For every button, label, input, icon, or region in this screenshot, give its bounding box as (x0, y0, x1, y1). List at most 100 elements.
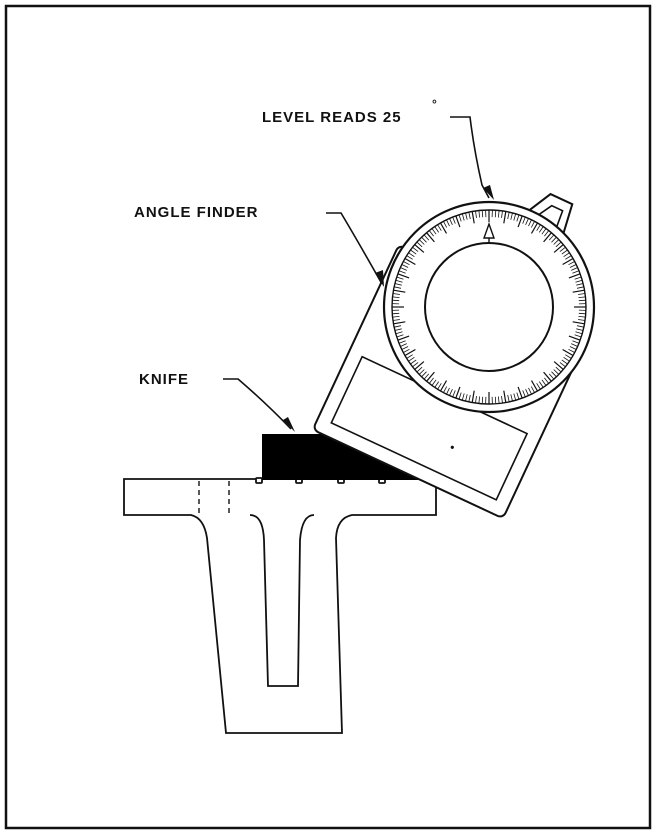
dial-tick (501, 210, 503, 218)
dial-tick (393, 321, 406, 325)
figure-border (4, 4, 652, 830)
dial-tick (404, 257, 416, 266)
dial-tick (458, 392, 462, 400)
dial-tick (507, 212, 510, 220)
dial-tick (548, 373, 555, 380)
dial-tick (392, 312, 400, 315)
dial-tick (416, 366, 423, 373)
dial-tick (568, 348, 575, 353)
tool-rest-slot (249, 514, 315, 687)
dial-tick (455, 386, 461, 399)
dial-tick (565, 354, 572, 359)
dial-tick (572, 340, 580, 344)
dial-tick (396, 276, 404, 280)
dial-tick (394, 328, 402, 331)
dial-tick (551, 371, 557, 378)
dial-tick (406, 354, 413, 359)
angle-finder-dial (382, 200, 596, 414)
dial-tick (555, 241, 562, 248)
dial-tick (408, 356, 415, 362)
dial-tick (536, 383, 541, 390)
dial-tick (443, 221, 448, 228)
leader-angle-finder (326, 212, 383, 285)
dial-tick (578, 319, 586, 321)
dial-tick (513, 213, 517, 221)
label-angle-finder: ANGLE FINDER (134, 204, 259, 221)
dial-tick (412, 246, 419, 252)
dial-tick (414, 244, 425, 253)
dial-tick (437, 383, 442, 390)
dial-tick (507, 394, 510, 402)
dial-tick (458, 214, 462, 222)
dial-tick (401, 346, 409, 350)
dial-tick (400, 267, 407, 271)
dial-tick (528, 219, 532, 227)
dial-tick (578, 312, 586, 315)
arrowhead-angle-finder (375, 270, 384, 287)
dial-tick (561, 359, 568, 365)
dial-tick (428, 230, 434, 237)
dial-tick (423, 373, 430, 380)
dial-tick (434, 226, 440, 233)
dial-tick (565, 255, 572, 260)
dial-tick (418, 239, 425, 245)
dial-tick (538, 381, 544, 388)
dial-tick (530, 221, 535, 228)
dial-tick (498, 396, 500, 404)
dial-tick (431, 228, 437, 235)
dial-tick (553, 244, 564, 253)
dial-tick (569, 346, 577, 350)
dial-tick (434, 381, 440, 388)
dial-tick (468, 212, 471, 220)
tool-rest-body (123, 478, 437, 734)
dial-tick (576, 328, 584, 331)
dial-tick (398, 340, 406, 344)
dial-tick (578, 316, 586, 318)
dial-tick (498, 210, 500, 218)
dial-tick (568, 261, 575, 266)
dial-tick (574, 276, 582, 280)
dial-tick (439, 380, 448, 392)
leader-knife (223, 378, 292, 430)
dial-tick (475, 210, 477, 218)
dial-tick (578, 293, 586, 295)
dial-tick (423, 234, 430, 241)
dial-tick (571, 343, 578, 347)
dial-tick (431, 379, 437, 386)
dial-tick (406, 255, 413, 260)
dial-tick (395, 331, 403, 335)
dial-tick (443, 386, 448, 393)
dial-tick (536, 224, 541, 231)
dial-tick (538, 226, 544, 233)
dial-tick (410, 249, 417, 255)
label-degree-symbol: ° (432, 97, 437, 111)
dial-tick (551, 236, 557, 243)
dial-tick (563, 356, 570, 362)
dial-tick (530, 222, 539, 234)
dial-tick (481, 396, 484, 404)
dial-tick (530, 380, 539, 392)
dial-tick-marks (392, 210, 586, 404)
dial-tick (471, 390, 475, 403)
dial-tick (553, 361, 564, 370)
dial-tick (559, 362, 566, 368)
dial-tick (394, 286, 402, 289)
dial-tick (446, 219, 450, 227)
dial-tick (394, 325, 402, 328)
dial-tick (478, 210, 480, 218)
label-knife: KNIFE (139, 371, 189, 388)
dial-tick (408, 252, 415, 258)
dial-tick (528, 387, 532, 395)
dial-tick (516, 392, 520, 400)
dial-tick (544, 377, 550, 384)
dial-tick (516, 214, 520, 222)
dial-tick (418, 369, 425, 375)
dial-tick (572, 270, 580, 274)
dial-tick (414, 361, 425, 370)
dial-tick (541, 228, 547, 235)
dial-tick (555, 366, 562, 373)
dial-tick (525, 389, 529, 396)
dial-tick (563, 252, 570, 258)
